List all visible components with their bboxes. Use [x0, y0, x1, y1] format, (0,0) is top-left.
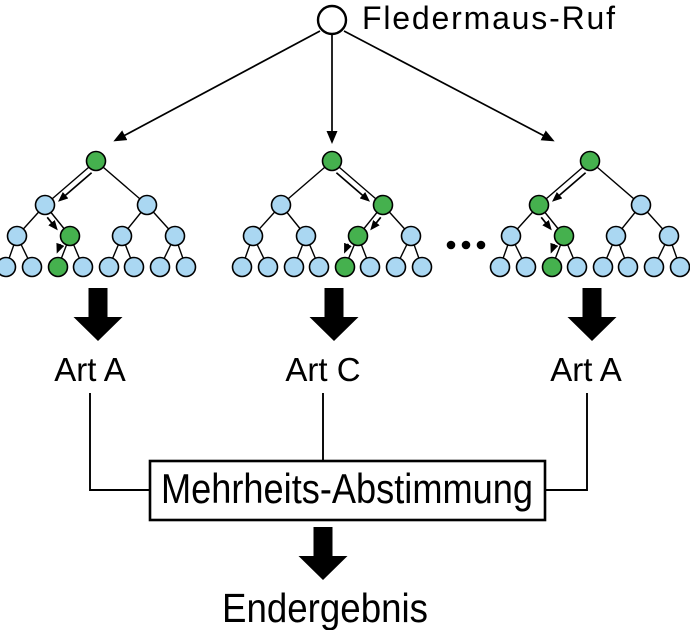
tree-node-blue [72, 256, 94, 278]
tree-node-blue [515, 256, 537, 278]
decision-path-arrow [344, 242, 352, 254]
arrow-to-tree-1 [113, 30, 321, 142]
decision-path-arrow [58, 172, 93, 202]
ellipsis-dots [446, 240, 486, 250]
tree-node-blue [149, 256, 171, 278]
tree-1-prediction: Art A [54, 351, 126, 388]
tree-node-green [334, 256, 356, 278]
tree-edge [95, 160, 148, 206]
tree-2 [231, 150, 433, 278]
tree-node-blue [605, 225, 627, 247]
bat-call-node [316, 4, 348, 36]
tree-node-blue [283, 256, 305, 278]
tree-node-blue [231, 256, 253, 278]
tree-node-blue [242, 225, 264, 247]
tree-node-blue [669, 256, 690, 278]
tree-node-blue [111, 225, 133, 247]
tree-node-green [528, 194, 550, 216]
tree-node-blue [21, 256, 43, 278]
tree-node-blue [295, 225, 317, 247]
diagram-title: Fledermaus-Ruf [362, 0, 615, 36]
tree-node-blue [400, 225, 422, 247]
tree-node-blue [617, 256, 639, 278]
tree-3 [489, 150, 690, 278]
tree-node-blue [6, 225, 28, 247]
tree-node-green [372, 194, 394, 216]
decision-path-arrow [46, 216, 58, 231]
tree-node-green [579, 150, 601, 172]
tree-node-blue [643, 256, 665, 278]
decision-path-arrow [335, 172, 370, 202]
connector-right [545, 393, 588, 491]
tree-node-blue [385, 256, 407, 278]
result-label: Endergebnis [222, 585, 428, 630]
tree-node-green [59, 225, 81, 247]
tree-node-blue [359, 256, 381, 278]
decision-path-arrow [552, 172, 587, 202]
tree-node-green [347, 225, 369, 247]
tree-node-blue [308, 256, 330, 278]
tree-node-blue [164, 225, 186, 247]
trees-group [0, 150, 690, 278]
tree-node-blue [489, 256, 511, 278]
tree-node-green [541, 256, 563, 278]
decision-path-arrow [56, 242, 65, 254]
tree-node-blue [257, 256, 279, 278]
block-arrow [309, 288, 359, 341]
vote-box [148, 459, 547, 522]
decision-path-arrow [370, 216, 382, 231]
tree-node-blue [411, 256, 433, 278]
tree-node-blue [566, 256, 588, 278]
tree-node-blue [270, 194, 292, 216]
connector-left [89, 393, 150, 491]
tree-node-blue [0, 256, 17, 278]
tree-node-blue [658, 225, 680, 247]
ellipsis-dot [446, 240, 456, 250]
tree-node-blue [123, 256, 145, 278]
ellipsis-dot [476, 240, 486, 250]
ellipsis-dot [461, 240, 471, 250]
tree-edge [331, 160, 384, 206]
tree-node-blue [175, 256, 197, 278]
tree-node-blue [34, 194, 56, 216]
tree-node-green [321, 150, 343, 172]
tree-1 [0, 150, 197, 278]
tree-node-blue [500, 225, 522, 247]
decision-path-arrow [550, 242, 559, 254]
vote-label: Mehrheits-Abstimmung [161, 465, 533, 512]
tree-node-green [85, 150, 107, 172]
block-arrow [298, 527, 348, 580]
tree-node-green [47, 256, 69, 278]
tree-edge [44, 160, 97, 206]
tree-3-prediction: Art A [550, 351, 622, 388]
decision-path-arrow [540, 216, 552, 231]
tree-edge [538, 160, 591, 206]
tree-node-blue [592, 256, 614, 278]
tree-edge [280, 160, 333, 206]
tree-edge [589, 160, 642, 206]
block-arrows-group [73, 288, 617, 580]
block-arrow [567, 288, 617, 341]
tree-node-blue [136, 194, 158, 216]
tree-node-green [553, 225, 575, 247]
tree-node-blue [98, 256, 120, 278]
arrow-to-tree-3 [343, 30, 555, 142]
tree-2-prediction: Art C [285, 351, 360, 388]
tree-node-blue [630, 194, 652, 216]
block-arrow [73, 288, 123, 341]
